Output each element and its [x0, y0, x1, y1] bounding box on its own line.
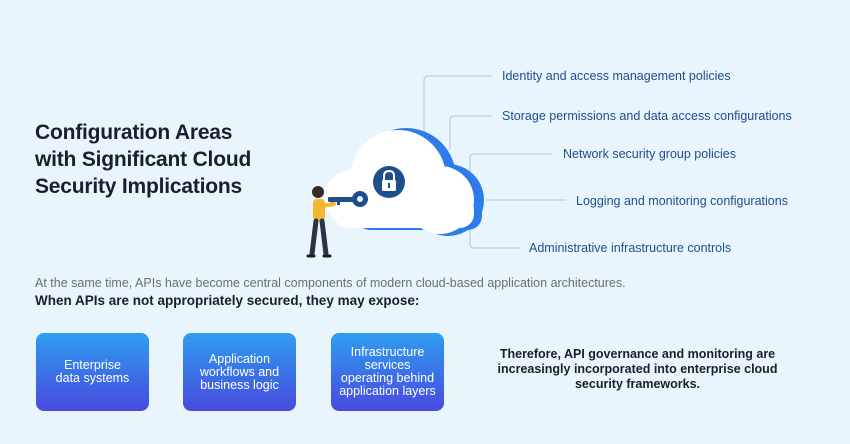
- card-line: Enterprise: [64, 358, 121, 372]
- cloud-security-diagram: [306, 75, 566, 258]
- callout-network-security: Network security group policies: [563, 147, 736, 161]
- card-line: application layers: [339, 384, 436, 398]
- card-line: operating behind: [340, 371, 435, 385]
- card-infrastructure-services: Infrastructure services operating behind…: [331, 333, 444, 411]
- conclusion-line: increasingly incorporated into enterpris…: [497, 362, 778, 376]
- connector-line-5: [469, 222, 520, 249]
- card-line: Infrastructure: [350, 345, 425, 359]
- card-application-workflows: Application workflows and business logic: [183, 333, 296, 411]
- card-line: business logic: [200, 377, 279, 392]
- intro-text: At the same time, APIs have become centr…: [35, 276, 626, 290]
- card-line: workflows and: [199, 364, 280, 379]
- card-enterprise-data: Enterprise data systems: [36, 333, 149, 411]
- lead-text: When APIs are not appropriately secured,…: [35, 293, 420, 308]
- conclusion-text: Therefore, API governance and monitoring…: [470, 347, 805, 392]
- cloud-icon: [324, 128, 484, 236]
- connector-lines: [423, 75, 566, 249]
- key-icon: [328, 191, 368, 207]
- title-line-1: Configuration Areas: [35, 121, 233, 144]
- callout-logging-monitoring: Logging and monitoring configurations: [576, 194, 788, 208]
- page-title: Configuration Areas with Significant Clo…: [35, 119, 315, 200]
- person-illustration: [306, 186, 336, 258]
- conclusion-line: Therefore, API governance and monitoring…: [499, 347, 776, 361]
- callout-admin-controls: Administrative infrastructure controls: [529, 241, 732, 255]
- connector-line-1: [423, 75, 492, 142]
- title-line-3: Security Implications: [35, 175, 243, 198]
- callout-storage-permissions: Storage permissions and data access conf…: [502, 109, 792, 123]
- conclusion-line: security frameworks.: [574, 377, 701, 391]
- title-line-2: with Significant Cloud: [35, 148, 252, 171]
- connector-line-2: [449, 115, 492, 150]
- card-line: data systems: [55, 371, 130, 385]
- card-line: services: [364, 358, 411, 372]
- card-line: Application: [208, 351, 271, 366]
- connector-line-3: [469, 153, 552, 172]
- callout-identity-access: Identity and access management policies: [502, 69, 731, 83]
- padlock-icon: [373, 166, 405, 198]
